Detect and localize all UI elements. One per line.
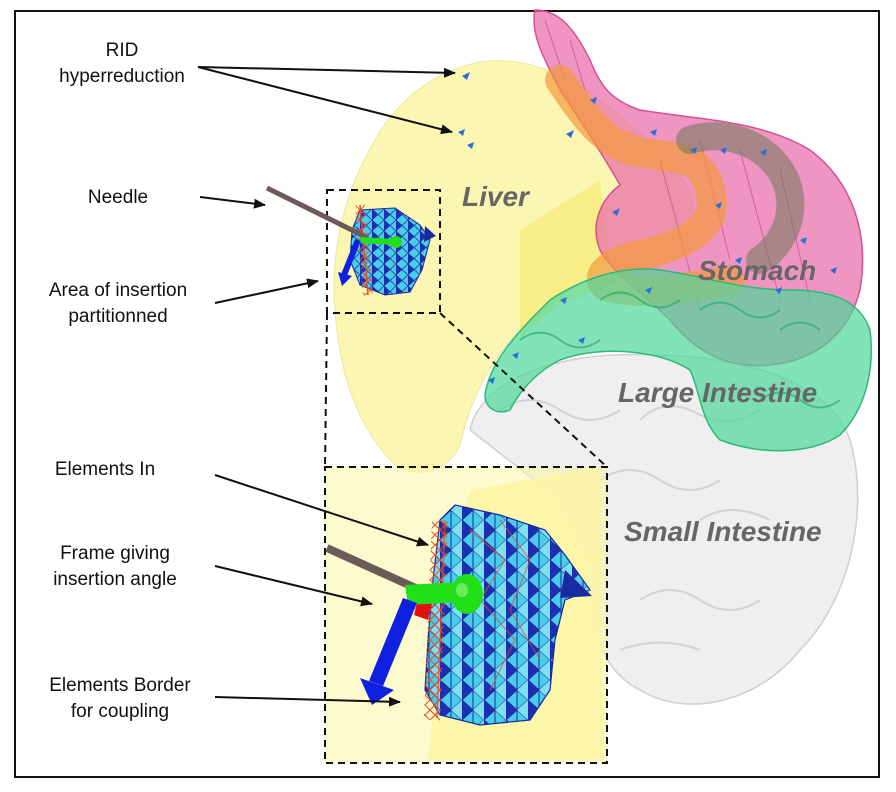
liver-label: Liver — [462, 181, 529, 212]
small-intestine-label: Small Intestine — [624, 516, 822, 547]
insertion-area-label: Area of insertion partitionned — [48, 280, 188, 327]
elements-in-label: Elements In — [54, 459, 156, 480]
insertion-area-box — [326, 189, 441, 314]
figure-border — [14, 10, 880, 778]
frame-blue-axis — [369, 598, 417, 686]
annotation-arrows — [197, 66, 456, 707]
rid-hyperreduction-label: RID hyperreduction — [59, 40, 185, 87]
zoom-connector-right — [439, 312, 608, 468]
needle-shaft-small — [265, 185, 370, 241]
frame-label: Frame giving insertion angle — [53, 543, 177, 590]
stomach-label: Stomach — [698, 255, 817, 286]
rid-markers — [458, 72, 837, 384]
large-intestine-label: Large Intestine — [618, 377, 818, 408]
zoom-connector-left — [324, 312, 328, 468]
needle-shaft-large — [325, 544, 422, 594]
elements-border-label: Elements Border for coupling — [49, 675, 191, 722]
frame-green-axis — [405, 582, 460, 605]
needle-label: Needle — [87, 187, 149, 208]
